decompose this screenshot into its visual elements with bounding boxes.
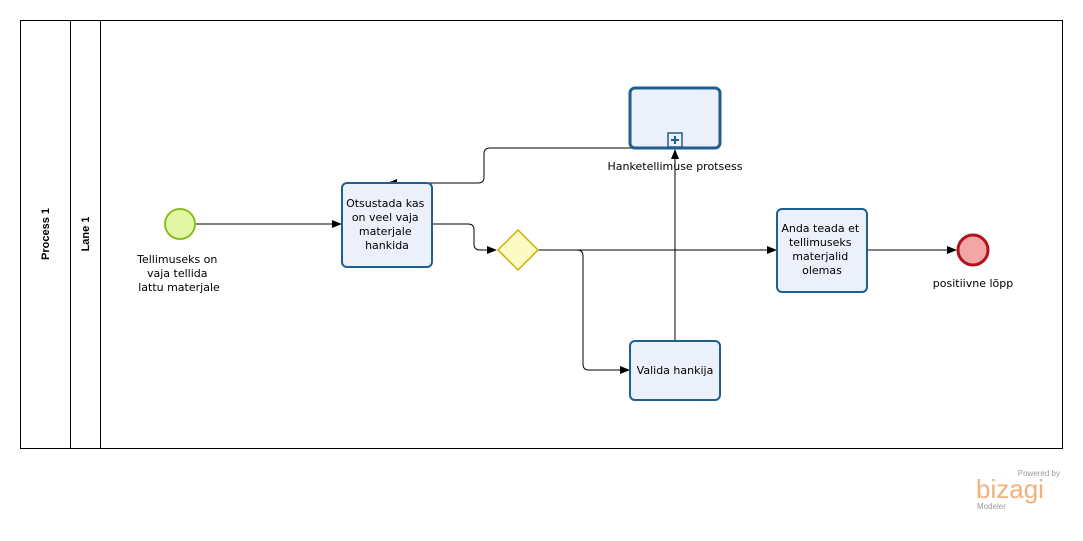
subprocess-box [628, 86, 722, 150]
bizagi-watermark: Powered by bizagi Modeler [976, 469, 1060, 511]
task-notify-label: Anda teada et tellimuseks materjalid ole… [781, 222, 862, 277]
subprocess-label: Hanketellimuse protsess [608, 160, 743, 173]
lane-label: Lane 1 [80, 217, 92, 252]
pool [20, 20, 1063, 449]
start-event-circle [164, 208, 196, 240]
task-decide-label: Otsustada kas on veel vaja materjale han… [346, 197, 428, 252]
start-event[interactable]: Tellimuseks on vaja tellida lattu materj… [136, 208, 221, 294]
task-select-box [629, 340, 721, 401]
watermark-product: Modeler [977, 502, 1006, 511]
task-decide-materials[interactable]: Otsustada kas on veel vaja materjale han… [341, 182, 433, 268]
subprocess-expand-icon[interactable] [667, 132, 683, 148]
end-event-circle [956, 233, 990, 267]
task-select-label: Valida hankija [637, 364, 714, 377]
task-notify-materials[interactable]: Anda teada et tellimuseks materjalid ole… [776, 208, 868, 293]
task-decide-box [341, 182, 433, 268]
flow-gateway-to-select [538, 249, 630, 374]
pool-label: Process 1 [40, 208, 52, 260]
flow-subprocess-to-decide [387, 147, 640, 187]
gateway-diamond [496, 228, 540, 272]
end-event[interactable]: positiivne lõpp [933, 233, 1013, 290]
task-select-supplier[interactable]: Valida hankija [629, 340, 721, 401]
subprocess-procurement[interactable]: Hanketellimuse protsess [608, 86, 743, 173]
flow-decide-to-gateway [432, 223, 497, 254]
exclusive-gateway[interactable] [496, 228, 540, 272]
task-notify-box [776, 208, 868, 293]
end-event-label: positiivne lõpp [933, 277, 1013, 290]
watermark-powered-by: Powered by [1018, 469, 1060, 478]
start-event-label: Tellimuseks on vaja tellida lattu materj… [136, 253, 221, 294]
watermark-brand: bizagi [976, 474, 1044, 504]
